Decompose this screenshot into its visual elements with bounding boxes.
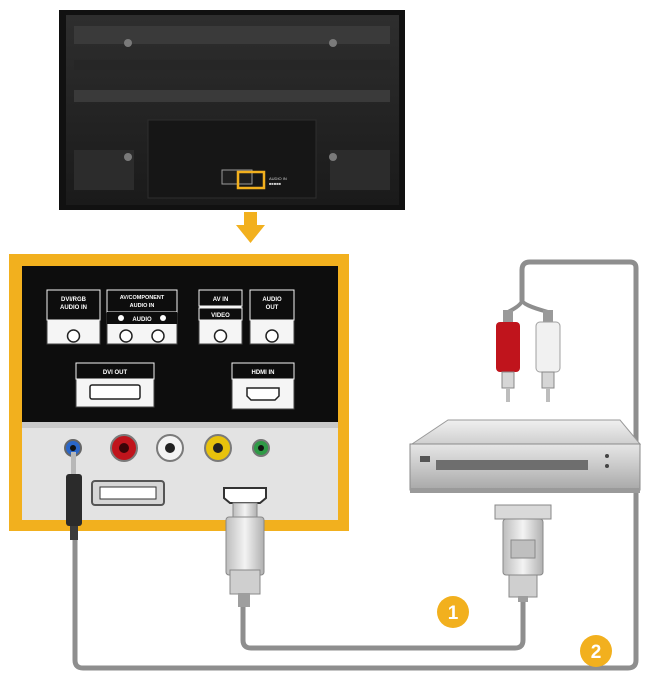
port-label: VIDEO (211, 313, 230, 319)
jack-icon (66, 329, 81, 343)
mount-screw-icon (124, 39, 132, 47)
dvd-top (410, 419, 642, 445)
port-label: AUDIO (262, 297, 282, 303)
badge-2: 2 (580, 635, 612, 667)
dvd-button-icon (605, 454, 609, 458)
badge-1: 1 (437, 596, 469, 628)
cable-1-hdmi-dvi (240, 595, 526, 651)
badge-number: 2 (591, 642, 602, 663)
tv-stand-area (147, 119, 317, 199)
tv-speaker-left (74, 150, 134, 190)
rca-plug-white (535, 310, 561, 402)
tv-vent (74, 90, 390, 102)
port-label: OUT (266, 305, 279, 311)
jack-icon (213, 329, 228, 343)
jack-icon (119, 329, 133, 343)
hdmi-port-icon (246, 387, 280, 401)
port-label: DVI/RGB (61, 297, 87, 303)
dvi-port-icon (89, 384, 141, 400)
jack-icon (151, 329, 165, 343)
port-dvi-rgb-audio-in: DVI/RGB AUDIO IN (46, 289, 101, 345)
mount-screw-icon (329, 153, 337, 161)
tv-speaker-right (330, 150, 390, 190)
connector-panel: DVI/RGB AUDIO IN AV/COMPONENT AUDIO IN A… (9, 254, 349, 531)
port-dvi-out: DVI OUT (75, 362, 155, 408)
jack-icon (265, 329, 279, 343)
marker-icon (160, 315, 166, 321)
physical-jacks (64, 434, 270, 506)
arrow-down-icon (236, 212, 265, 243)
marker-icon (118, 315, 124, 321)
port-audio-out: AUDIO OUT (249, 289, 295, 345)
port-label: AUDIO (132, 317, 152, 323)
dvd-display-icon (420, 456, 430, 462)
tv-port-highlight (236, 170, 266, 190)
port-label: AUDIO IN (130, 303, 155, 309)
port-hdmi-in: HDMI IN (231, 362, 295, 410)
tv-vent (74, 26, 390, 44)
port-label: AV IN (213, 297, 229, 303)
rca-plug-red (496, 310, 520, 402)
hdmi-plug (225, 502, 265, 607)
badge-number: 1 (448, 603, 459, 624)
hdmi-physical-port-icon (223, 487, 267, 504)
port-label: AUDIO IN (60, 305, 87, 311)
port-label: AV/COMPONENT (120, 295, 165, 301)
port-av-in-video: AV IN VIDEO (198, 289, 243, 345)
dvd-tray-icon (436, 460, 588, 470)
port-label: DVI OUT (103, 370, 128, 376)
port-label: HDMI IN (252, 370, 275, 376)
tv-port-label: AUDIO IN (269, 176, 287, 181)
dvd-player (409, 419, 642, 493)
tv-rear: AUDIO IN ■■■■■ (59, 10, 405, 210)
audio-plug (66, 452, 82, 540)
dvd-button-icon (605, 464, 609, 468)
port-av-component-audio-in: AV/COMPONENT AUDIO IN AUDIO (106, 289, 178, 345)
tv-rib (74, 60, 390, 70)
dvi-plug (494, 504, 552, 602)
mount-screw-icon (124, 153, 132, 161)
tv-port-label: ■■■■■ (269, 181, 282, 186)
mount-screw-icon (329, 39, 337, 47)
